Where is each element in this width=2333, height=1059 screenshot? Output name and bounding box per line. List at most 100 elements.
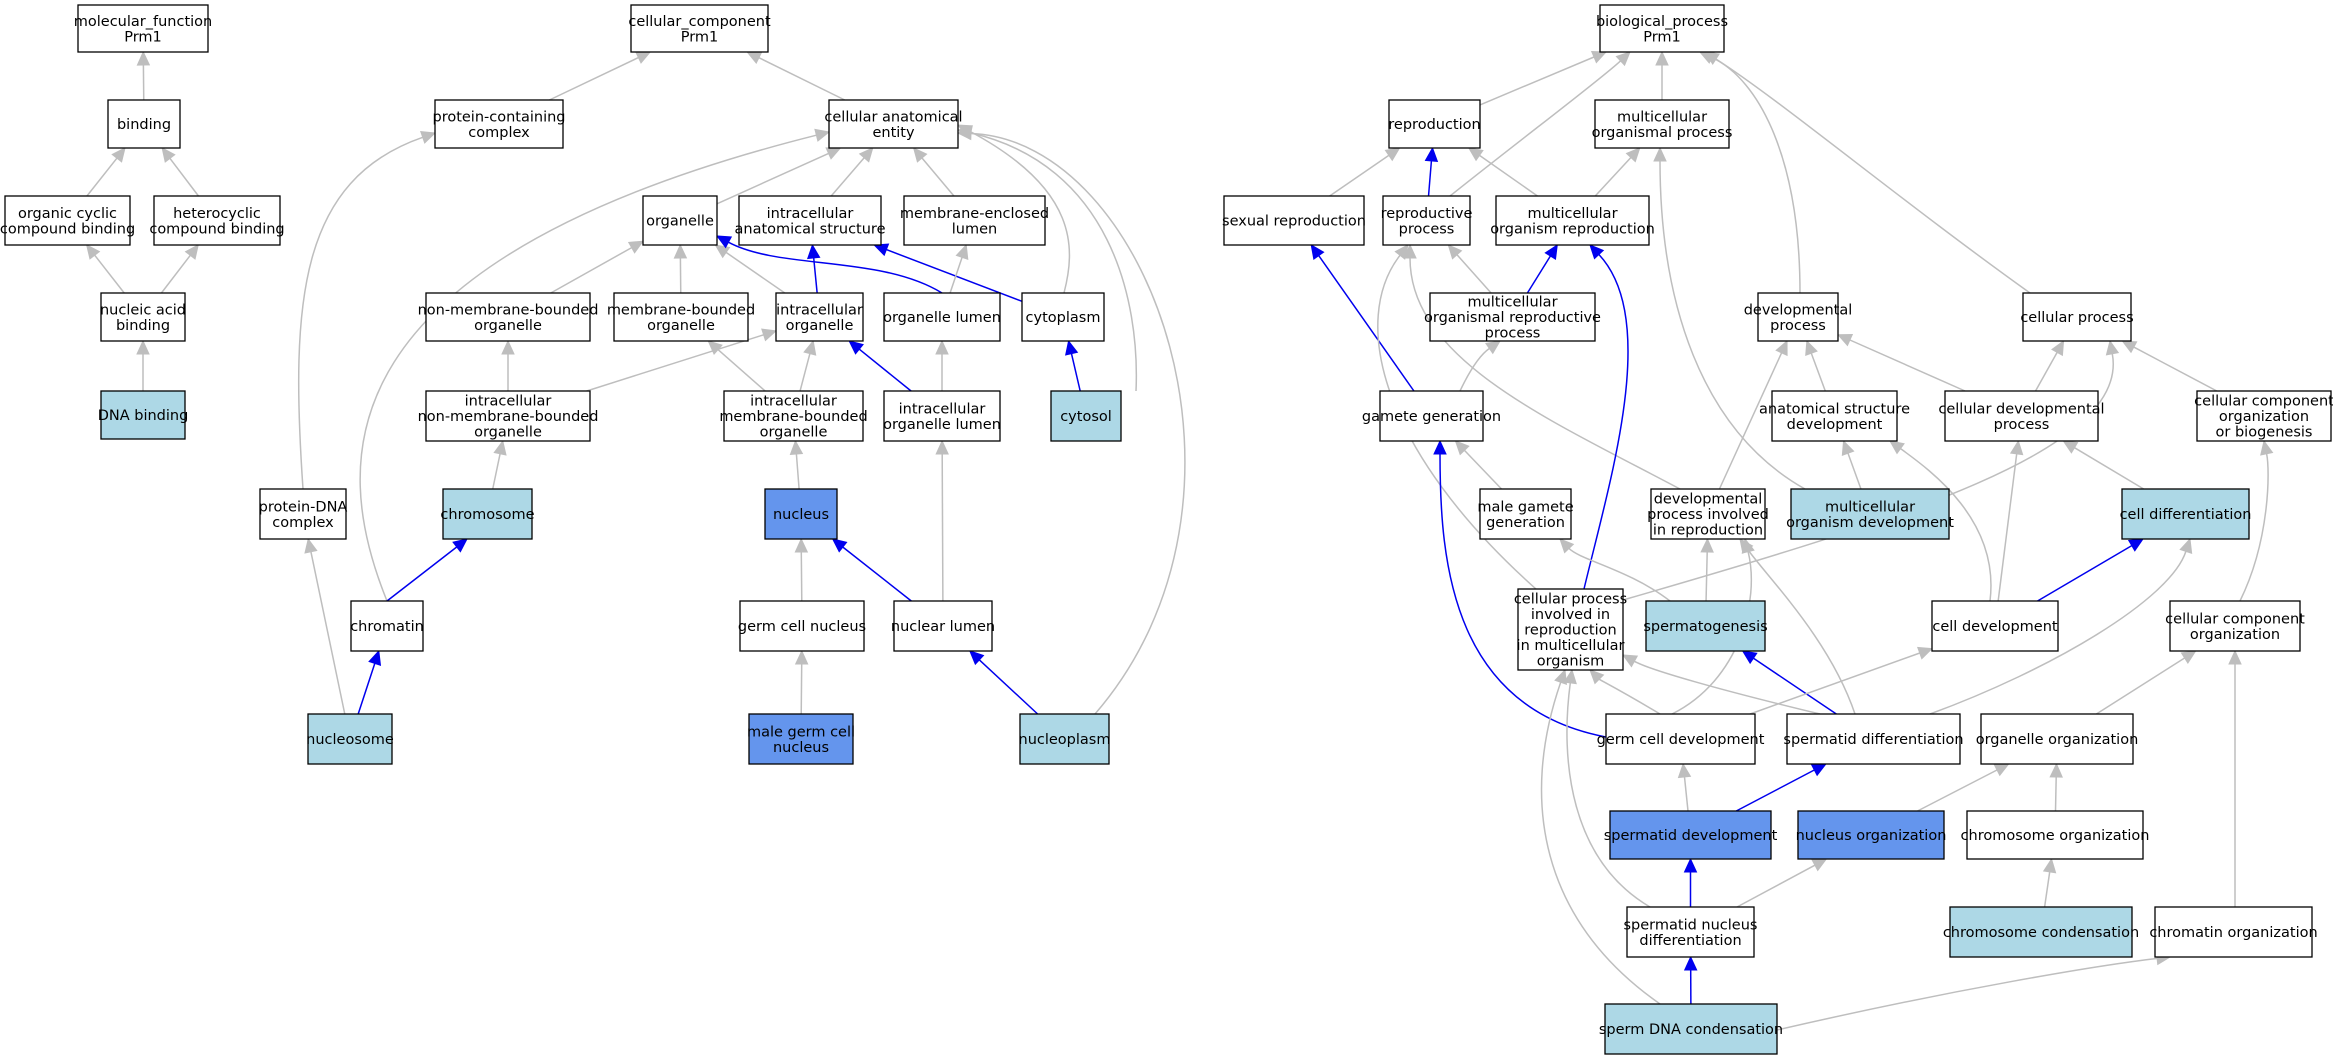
go-term-chro[interactable]: chromosome organization [1961, 810, 2150, 860]
arrowhead-icon [1447, 244, 1463, 260]
go-term-gcd[interactable]: germ cell development [1597, 713, 1765, 765]
edge-line [169, 157, 200, 197]
edge-line [2074, 447, 2145, 490]
go-term-label: organismal process [1592, 125, 1733, 141]
edge-imbo-to-mbo [707, 340, 766, 392]
go-term-cd[interactable]: cell differentiation [2120, 488, 2252, 540]
go-term-box [723, 390, 864, 442]
go-term-box [1790, 488, 1950, 540]
edge-line [491, 453, 501, 490]
arrowhead-icon [746, 51, 763, 65]
go-term-label: compound binding [149, 221, 284, 237]
go-term-chromatin[interactable]: chromatin [350, 600, 424, 652]
go-term-dnab[interactable]: DNA binding [98, 390, 189, 440]
go-term-gg[interactable]: gamete generation [1362, 390, 1501, 442]
go-term-organelle[interactable]: organelle [642, 195, 718, 246]
edge-binding-to-mf [136, 50, 151, 101]
go-term-cp[interactable]: cellular process [2020, 292, 2134, 342]
edge-gg-to-morp [1459, 340, 1501, 392]
go-term-box [1949, 906, 2133, 958]
go-term-chrc[interactable]: chromosome condensation [1943, 906, 2139, 958]
go-term-nucleosome[interactable]: nucleosome [306, 713, 394, 765]
go-term-sdev[interactable]: spermatid development [1604, 810, 1778, 860]
go-term-box [1626, 906, 1755, 958]
go-term-celldev[interactable]: cell development [1931, 600, 2059, 652]
go-term-cytoplasm[interactable]: cytoplasm [1021, 292, 1105, 342]
go-term-gcn[interactable]: germ cell nucleus [738, 600, 866, 652]
go-term-nuco[interactable]: nucleus organization [1796, 810, 1947, 860]
go-term-box [442, 488, 533, 540]
go-term-box [1382, 195, 1471, 246]
go-term-ol[interactable]: organelle lumen [883, 292, 1001, 342]
go-term-sdc[interactable]: sperm DNA condensation [1599, 1003, 1783, 1055]
edge-ocb-to-binding [86, 147, 126, 197]
edge-line [1568, 547, 1671, 602]
go-term-inmbo[interactable]: intracellularnon-membrane-boundedorganel… [418, 390, 599, 442]
arrowhead-icon [825, 147, 842, 160]
go-term-nucleus[interactable]: nucleus [764, 488, 838, 540]
go-term-box [1479, 488, 1572, 540]
go-term-cytosol[interactable]: cytosol [1050, 390, 1122, 442]
edge-line [978, 659, 1039, 715]
go-term-binding[interactable]: binding [107, 99, 181, 149]
edge-line [1540, 682, 1661, 1005]
edge-line [1810, 352, 1826, 392]
edge-line [359, 134, 817, 602]
edge-chrorg-to-cco [2228, 649, 2242, 907]
arrowhead-icon [501, 339, 515, 355]
go-term-label: sexual reproduction [1222, 214, 1366, 230]
go-term-label: cellular process [1514, 592, 1627, 608]
go-term-label: membrane-bounded [607, 302, 755, 318]
edge-cdp-to-dp [1836, 333, 1966, 392]
go-term-label: process [1399, 221, 1455, 237]
go-term-label: organism [1537, 654, 1605, 670]
edge-cd-to-cdp [2062, 440, 2145, 490]
go-term-chromosome[interactable]: chromosome [440, 488, 535, 540]
edge-line [1847, 452, 1862, 490]
go-term-nl[interactable]: nuclear lumen [891, 600, 995, 652]
arrowhead-icon [1559, 538, 1575, 554]
go-term-sdiff[interactable]: spermatid differentiation [1783, 713, 1964, 765]
arrowhead-icon [1554, 668, 1567, 685]
edge-line [716, 152, 829, 205]
go-term-label: differentiation [1639, 933, 1741, 949]
go-term-sr[interactable]: sexual reproduction [1222, 195, 1366, 246]
edge-nmbo-to-organelle [550, 240, 645, 294]
go-term-reproduction[interactable]: reproduction [1388, 99, 1481, 149]
go-term-orgorg[interactable]: organelle organization [1976, 713, 2139, 765]
go-term-nucleoplasm[interactable]: nucleoplasm [1019, 713, 1111, 765]
go-term-chrorg[interactable]: chromatin organization [2149, 906, 2318, 958]
go-term-spermatogenesis[interactable]: spermatogenesis [1643, 600, 1768, 652]
